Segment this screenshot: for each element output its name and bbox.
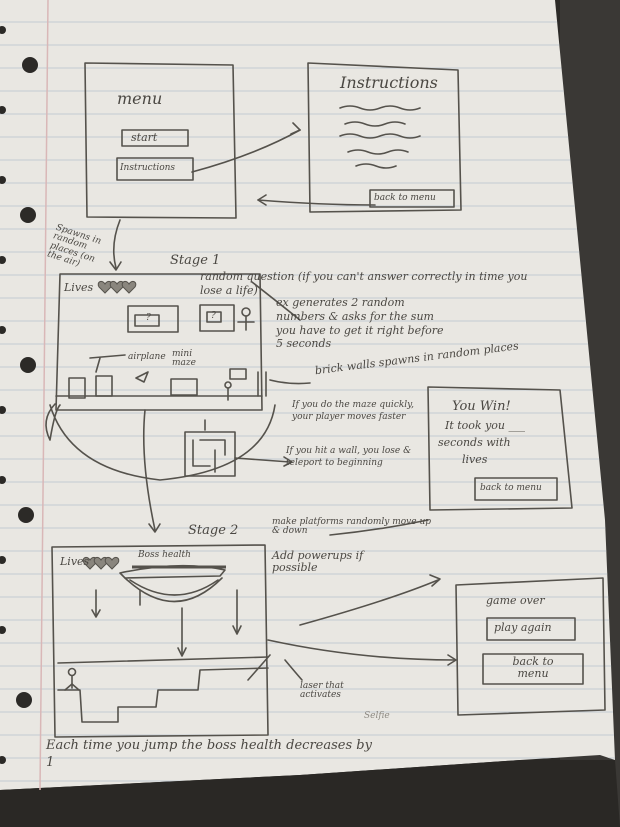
instructions-back-label: back to menu <box>374 193 436 203</box>
win-title: You Win! <box>452 399 511 414</box>
stage2-lives: Lives <box>60 555 90 568</box>
instructions-box <box>307 62 462 213</box>
play-again-label: play again <box>494 621 552 634</box>
win-back-label: back to menu <box>480 483 542 493</box>
instructions-title: Instructions <box>340 73 438 92</box>
example-note: ex generates 2 random numbers & asks for… <box>276 296 444 351</box>
stage1-box <box>55 273 263 411</box>
game-over-title: game over <box>486 594 545 607</box>
wall-note: If you hit a wall, you lose & teleport t… <box>286 446 412 468</box>
random-question-note: random question (if you can't answer cor… <box>200 270 528 297</box>
game-over-back-label: back to menu <box>512 655 554 680</box>
instructions-back-box <box>369 189 455 208</box>
win-line1: It took you ___ <box>445 419 526 432</box>
menu-instructions-box <box>116 157 194 181</box>
spiral-holes <box>16 57 38 708</box>
stage1-title: Stage 1 <box>170 253 221 268</box>
game-over-box <box>455 577 606 716</box>
bubble-sign: ? <box>211 311 216 321</box>
win-box <box>427 386 573 511</box>
watermark: Selfie <box>364 711 390 721</box>
stage1-lives: Lives <box>64 281 94 294</box>
jump-note: Each time you jump the boss health decre… <box>46 738 372 770</box>
platform-note: make platforms randomly move up & down <box>272 517 432 537</box>
stage2-box <box>51 544 269 738</box>
menu-title: menu <box>117 89 163 108</box>
menu-start-label: start <box>131 131 158 144</box>
maze-note: If you do the maze quickly, your player … <box>292 400 414 422</box>
mini-maze-label: mini maze <box>172 349 196 369</box>
menu-box <box>84 62 237 219</box>
win-back-box <box>474 477 558 501</box>
bubble-question-mark: ? <box>146 313 151 323</box>
laser-note: laser that activates <box>300 681 344 701</box>
menu-start-box <box>121 129 189 147</box>
game-over-back-box <box>482 653 584 685</box>
powerups-note: Add powerups if possible <box>272 549 364 574</box>
win-line3: lives <box>462 453 488 466</box>
lives-hearts <box>82 280 137 570</box>
win-line2: seconds with <box>438 436 511 449</box>
menu-instructions-label: Instructions <box>120 163 176 173</box>
airplane-label: airplane <box>128 352 166 362</box>
boss-health-label: Boss health <box>138 550 191 560</box>
stage2-title: Stage 2 <box>188 523 239 538</box>
mini-maze <box>184 431 236 477</box>
play-again-box <box>486 617 576 641</box>
